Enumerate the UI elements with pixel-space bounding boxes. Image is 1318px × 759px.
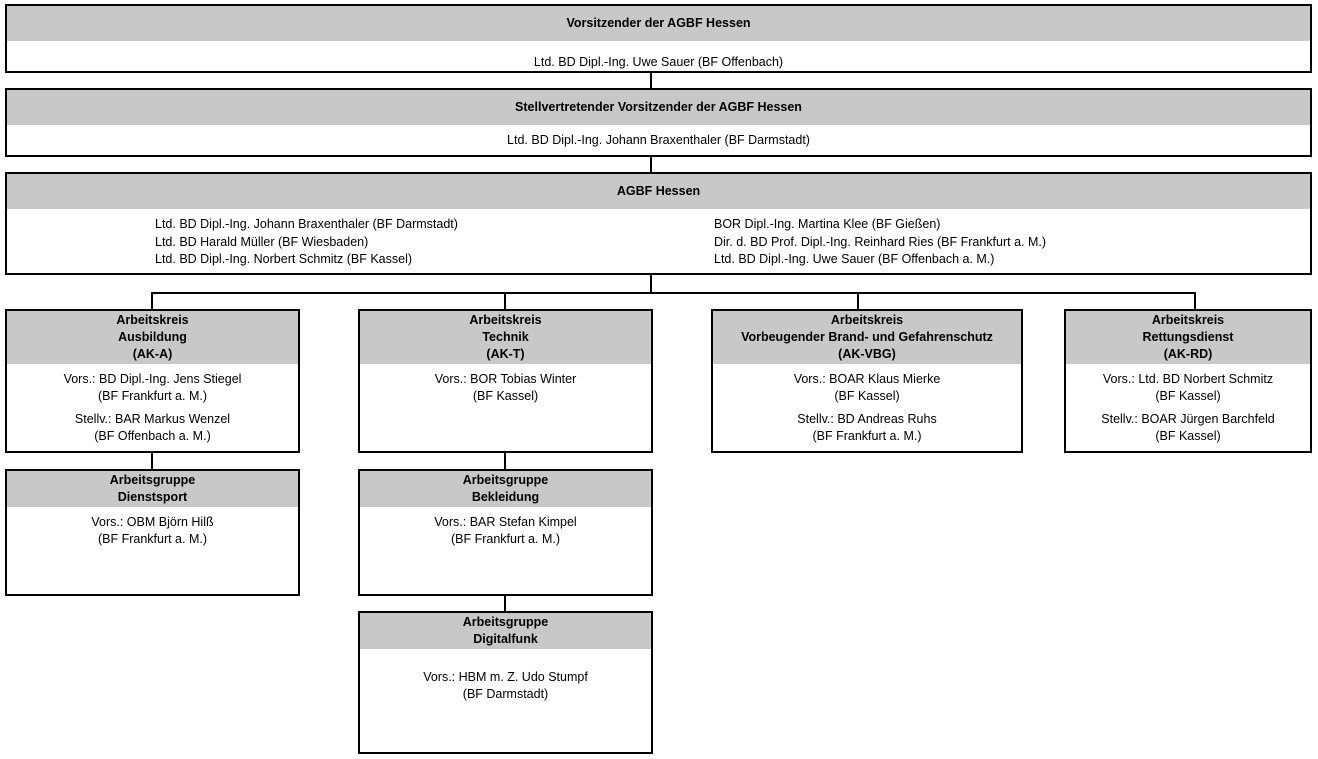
agbf-member: Ltd. BD Dipl.-Ing. Uwe Sauer (BF Offenba…	[714, 252, 995, 266]
ag-digitalfunk-box: Arbeitsgruppe Digitalfunk Vors.: HBM m. …	[358, 611, 653, 754]
agbf-members-left: Ltd. BD Dipl.-Ing. Johann Braxenthaler (…	[155, 216, 458, 269]
agbf-member: Ltd. BD Dipl.-Ing. Norbert Schmitz (BF K…	[155, 252, 413, 266]
ak-ausbildung-box: Arbeitskreis Ausbildung (AK-A) Vors.: BD…	[5, 309, 300, 453]
connector-ak-a-ag-dienstsport	[151, 451, 153, 471]
connector-ak-rd	[1194, 292, 1196, 311]
ag-bekleidung-members: Vors.: BAR Stefan Kimpel (BF Frankfurt a…	[434, 515, 577, 546]
ag-digitalfunk-title: Arbeitsgruppe Digitalfunk	[360, 613, 651, 649]
connector-ak-t	[504, 292, 506, 311]
ak-vbg-box: Arbeitskreis Vorbeugender Brand- und Gef…	[711, 309, 1023, 453]
deputy-person: Ltd. BD Dipl.-Ing. Johann Braxenthaler (…	[507, 133, 810, 147]
ak-technik-members: Vors.: BOR Tobias Winter (BF Kassel)	[434, 372, 577, 403]
agbf-box: AGBF Hessen Ltd. BD Dipl.-Ing. Johann Br…	[5, 172, 1312, 275]
deputy-title: Stellvertretender Vorsitzender der AGBF …	[7, 90, 1310, 125]
ag-dienstsport-title: Arbeitsgruppe Dienstsport	[7, 471, 298, 507]
ak-vbg-members: Vors.: BOAR Klaus Mierke (BF Kassel) Ste…	[793, 372, 941, 443]
connector-ak-t-ag-bekleidung	[504, 451, 506, 471]
chair-person: Ltd. BD Dipl.-Ing. Uwe Sauer (BF Offenba…	[533, 55, 784, 69]
ak-ausbildung-members: Vors.: BD Dipl.-Ing. Jens Stiegel (BF Fr…	[63, 372, 242, 443]
ak-vbg-title: Arbeitskreis Vorbeugender Brand- und Gef…	[713, 311, 1021, 364]
chair-box: Vorsitzender der AGBF Hessen Ltd. BD Dip…	[5, 4, 1312, 73]
agbf-title: AGBF Hessen	[7, 174, 1310, 209]
connector-ak-a	[151, 292, 153, 311]
ak-rettungsdienst-title: Arbeitskreis Rettungsdienst (AK-RD)	[1066, 311, 1310, 364]
ak-technik-box: Arbeitskreis Technik (AK-T) Vors.: BOR T…	[358, 309, 653, 453]
agbf-member: Ltd. BD Dipl.-Ing. Johann Braxenthaler (…	[155, 217, 458, 231]
ak-technik-title: Arbeitskreis Technik (AK-T)	[360, 311, 651, 364]
agbf-member: Ltd. BD Harald Müller (BF Wiesbaden)	[155, 234, 369, 249]
ak-rettungsdienst-box: Arbeitskreis Rettungsdienst (AK-RD) Vors…	[1064, 309, 1312, 453]
ak-ausbildung-title: Arbeitskreis Ausbildung (AK-A)	[7, 311, 298, 364]
ag-dienstsport-box: Arbeitsgruppe Dienstsport Vors.: OBM Bjö…	[5, 469, 300, 596]
deputy-box: Stellvertretender Vorsitzender der AGBF …	[5, 88, 1312, 157]
connector-ag-bekleidung-ag-digitalfunk	[504, 594, 506, 613]
ag-digitalfunk-members: Vors.: HBM m. Z. Udo Stumpf (BF Darmstad…	[423, 670, 588, 701]
connector-ak-vbg	[857, 292, 859, 311]
connector-chair-deputy	[650, 71, 652, 90]
ag-bekleidung-box: Arbeitsgruppe Bekleidung Vors.: BAR Stef…	[358, 469, 653, 596]
chair-title: Vorsitzender der AGBF Hessen	[7, 6, 1310, 41]
connector-ak-bus	[151, 292, 1196, 294]
connector-agbf-down	[650, 273, 652, 293]
agbf-member: BOR Dipl.-Ing. Martina Klee (BF Gießen)	[714, 217, 941, 231]
agbf-members-right: BOR Dipl.-Ing. Martina Klee (BF Gießen) …	[714, 216, 1046, 269]
ag-dienstsport-members: Vors.: OBM Björn Hilß (BF Frankfurt a. M…	[91, 515, 214, 546]
ak-rettungsdienst-members: Vors.: Ltd. BD Norbert Schmitz (BF Kasse…	[1101, 372, 1275, 443]
agbf-member: Dir. d. BD Prof. Dipl.-Ing. Reinhard Rie…	[714, 234, 1047, 249]
connector-deputy-agbf	[650, 155, 652, 174]
ag-bekleidung-title: Arbeitsgruppe Bekleidung	[360, 471, 651, 507]
